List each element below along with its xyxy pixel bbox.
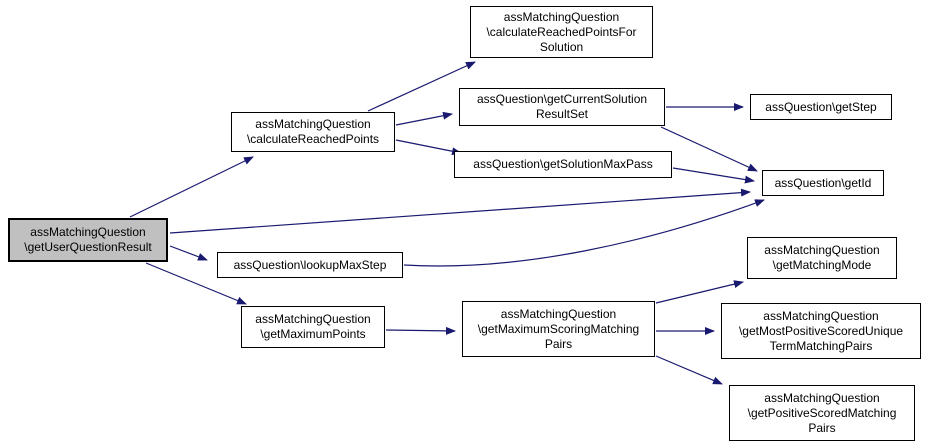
node-getStep[interactable]: assQuestion\getStep [750, 94, 892, 120]
node-lookupMaxStep[interactable]: assQuestion\lookupMaxStep [217, 252, 403, 278]
edge-calculateReachedPoints-calculateReachedPointsForSolution [367, 61, 476, 112]
edge-getSolutionMaxPass-getId [672, 167, 755, 184]
edge-getUserQuestionResult-getId [169, 188, 751, 234]
node-calculateReachedPointsForSolution[interactable]: assMatchingQuestion \calculateReachedPoi… [470, 6, 653, 58]
node-getUserQuestionResult: assMatchingQuestion \getUserQuestionResu… [8, 218, 168, 262]
node-getId[interactable]: assQuestion\getId [762, 170, 884, 196]
edge-calculateReachedPoints-getCurrentSolutionResultSet [395, 111, 453, 126]
node-getSolutionMaxPass[interactable]: assQuestion\getSolutionMaxPass [454, 151, 672, 178]
edge-getUserQuestionResult-getMaximumPoints [145, 262, 247, 305]
edge-calculateReachedPoints-getSolutionMaxPass [395, 139, 462, 156]
node-getMaximumPoints[interactable]: assMatchingQuestion \getMaximumPoints [241, 306, 385, 348]
node-getMatchingMode[interactable]: assMatchingQuestion \getMatchingMode [747, 237, 897, 279]
edge-getMaximumScoringMatchingPairs-getMatchingMode [655, 280, 744, 304]
edge-getUserQuestionResult-calculateReachedPoints [129, 156, 254, 218]
edge-getMaximumScoringMatchingPairs-getPositiveScoredMatchingPairs [655, 355, 723, 385]
node-getCurrentSolutionResultSet[interactable]: assQuestion\getCurrentSolution ResultSet [459, 88, 665, 126]
node-getMostPositiveScoredUniqueTermMatchingPairs[interactable]: assMatchingQuestion \getMostPositiveScor… [721, 303, 921, 359]
node-calculateReachedPoints[interactable]: assMatchingQuestion \calculateReachedPoi… [231, 112, 395, 152]
node-getPositiveScoredMatchingPairs[interactable]: assMatchingQuestion \getPositiveScoredMa… [729, 385, 915, 441]
node-getMaximumScoringMatchingPairs[interactable]: assMatchingQuestion \getMaximumScoringMa… [462, 301, 655, 357]
edge-getMaximumPoints-getMaximumScoringMatchingPairs [385, 326, 456, 335]
edge-getUserQuestionResult-lookupMaxStep [169, 245, 208, 261]
edge-getCurrentSolutionResultSet-getId [660, 126, 758, 172]
edge-lookupMaxStep-getId [403, 199, 765, 267]
